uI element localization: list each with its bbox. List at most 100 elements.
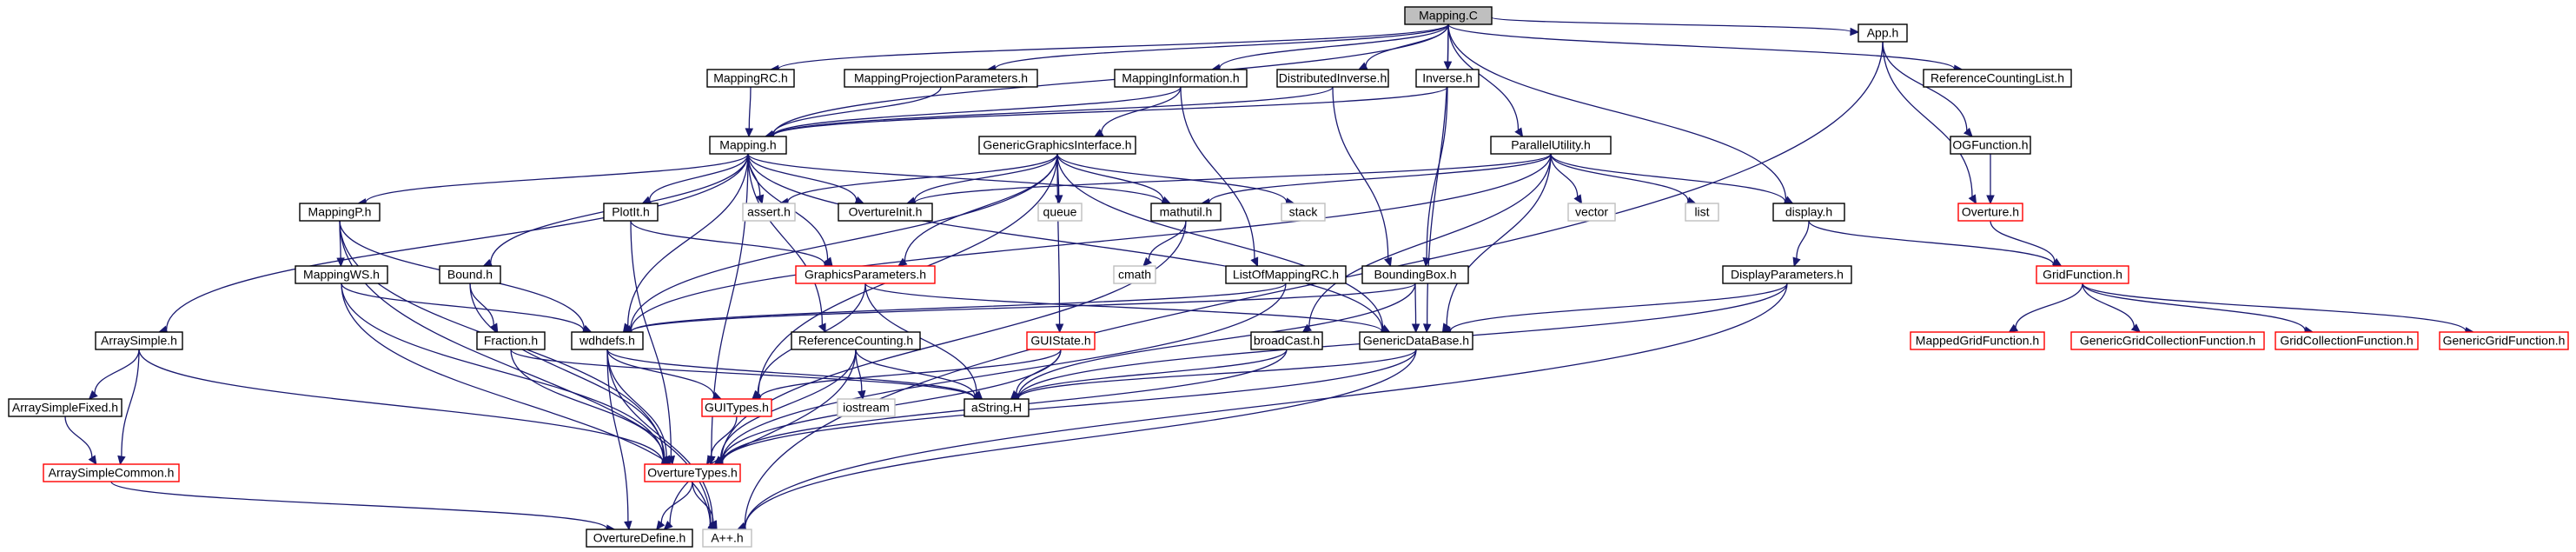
- edge-arraySimple-to-overtureTypes: [138, 349, 672, 467]
- node-refCounting[interactable]: ReferenceCounting.h: [791, 331, 921, 350]
- edge-gridFunction-to-ggf: [2082, 283, 2475, 336]
- node-queue[interactable]: queue: [1037, 203, 1083, 222]
- node-label: GenericDataBase.h: [1363, 334, 1469, 348]
- node-display[interactable]: display.h: [1772, 203, 1845, 222]
- node-box: [1281, 203, 1326, 222]
- node-vector[interactable]: vector: [1567, 203, 1616, 222]
- node-box: [1404, 6, 1493, 25]
- node-aString[interactable]: aString.H: [964, 398, 1030, 417]
- edge-display-to-gridFunction: [1808, 220, 2063, 269]
- node-box: [8, 398, 123, 417]
- node-listOfMappingRC[interactable]: ListOfMappingRC.h: [1225, 265, 1347, 284]
- node-mappingWS[interactable]: MappingWS.h: [295, 265, 388, 284]
- node-box: [1722, 265, 1852, 284]
- edge-mappingH-to-overtureInit: [747, 153, 865, 204]
- node-ogFunction[interactable]: OGFunction.h: [1950, 136, 2031, 155]
- node-label: MappingProjectionParameters.h: [854, 71, 1028, 85]
- node-assertH[interactable]: assert.h: [742, 203, 796, 222]
- node-mappingP[interactable]: MappingP.h: [299, 203, 381, 222]
- node-box: [1361, 265, 1469, 284]
- node-stack[interactable]: stack: [1281, 203, 1326, 222]
- node-refCountList[interactable]: ReferenceCountingList.h: [1923, 69, 2072, 88]
- node-mappingH[interactable]: Mapping.h: [709, 136, 787, 155]
- node-arraySimpleCommon[interactable]: ArraySimpleCommon.h: [43, 463, 180, 482]
- node-appp[interactable]: A++.h: [702, 529, 752, 548]
- edge-overtureTypes-to-overtureDefine: [656, 481, 693, 530]
- node-fraction[interactable]: Fraction.h: [476, 331, 546, 350]
- node-overtureDefine[interactable]: OvertureDefine.h: [586, 529, 693, 548]
- edge-arraySimple-to-arraySimpleFixed: [88, 349, 140, 400]
- node-list[interactable]: list: [1685, 203, 1719, 222]
- node-label: BoundingBox.h: [1374, 268, 1457, 282]
- node-box: [1037, 203, 1083, 222]
- edge-mappingH-to-overtureTypes: [707, 153, 749, 466]
- node-box: [2275, 331, 2419, 350]
- edge-mappingInfo-to-listOfMappingRC: [1180, 86, 1259, 268]
- node-displayParams[interactable]: DisplayParameters.h: [1722, 265, 1852, 284]
- node-label: Bound.h: [447, 268, 493, 282]
- node-cmath[interactable]: cmath: [1113, 265, 1156, 284]
- node-graphicsParams[interactable]: GraphicsParameters.h: [795, 265, 936, 284]
- edge-wdhdefs-to-overtureDefine: [606, 349, 632, 531]
- node-box: [644, 463, 741, 482]
- node-appH[interactable]: App.h: [1858, 23, 1908, 43]
- node-label: ListOfMappingRC.h: [1233, 268, 1339, 282]
- node-arraySimpleFixed[interactable]: ArraySimpleFixed.h: [8, 398, 123, 417]
- node-distInverse[interactable]: DistributedInverse.h: [1276, 69, 1389, 88]
- node-box: [1114, 69, 1248, 88]
- edge-mathutil-to-cmath: [1142, 220, 1187, 267]
- node-guiState[interactable]: GUIState.h: [1026, 331, 1096, 350]
- node-box: [299, 203, 381, 222]
- edge-display-to-displayParams: [1792, 220, 1810, 268]
- node-gcf[interactable]: GridCollectionFunction.h: [2275, 331, 2419, 350]
- edge-distInverse-to-boundingBox: [1332, 86, 1393, 268]
- node-wdhdefs[interactable]: wdhdefs.h: [571, 331, 644, 350]
- node-mappingInfo[interactable]: MappingInformation.h: [1114, 69, 1248, 88]
- node-gridFunction[interactable]: GridFunction.h: [2036, 265, 2129, 284]
- node-arraySimple[interactable]: ArraySimple.h: [95, 331, 183, 350]
- node-label: queue: [1043, 205, 1077, 219]
- node-guiTypes[interactable]: GUITypes.h: [701, 398, 772, 417]
- node-mappingC[interactable]: Mapping.C: [1404, 6, 1493, 25]
- node-mappedGF[interactable]: MappedGridFunction.h: [1910, 331, 2045, 350]
- node-label: OvertureInit.h: [849, 205, 923, 219]
- edge-mappingRC-to-mappingH: [745, 86, 754, 138]
- node-overtureH[interactable]: Overture.h: [1957, 203, 2023, 222]
- edge-ggi-to-guiState: [1055, 153, 1064, 334]
- node-plotIt[interactable]: PlotIt.h: [603, 203, 659, 222]
- node-broadCast[interactable]: broadCast.h: [1250, 331, 1323, 350]
- edge-ggi-to-mathutil: [1056, 153, 1172, 204]
- edge-gridFunction-to-mappedGF: [2008, 283, 2083, 333]
- node-mathutil[interactable]: mathutil.h: [1150, 203, 1222, 222]
- node-mappingProj[interactable]: MappingProjectionParameters.h: [844, 69, 1038, 88]
- edge-guiState-to-aString: [1010, 349, 1062, 400]
- node-box: [1359, 331, 1473, 350]
- node-box: [709, 136, 787, 155]
- node-genericDataBase[interactable]: GenericDataBase.h: [1359, 331, 1473, 350]
- node-iostream[interactable]: iostream: [837, 398, 896, 417]
- node-label: GenericGridFunction.h: [2443, 334, 2566, 348]
- node-overtureInit[interactable]: OvertureInit.h: [838, 203, 933, 222]
- node-box: [702, 529, 752, 548]
- node-box: [1150, 203, 1222, 222]
- edge-refCounting-to-overtureDefine: [663, 349, 857, 530]
- node-ggcf[interactable]: GenericGridCollectionFunction.h: [2070, 331, 2265, 350]
- node-label: Inverse.h: [1422, 71, 1473, 85]
- node-inverse[interactable]: Inverse.h: [1415, 69, 1480, 88]
- node-ggi[interactable]: GenericGraphicsInterface.h: [978, 136, 1136, 155]
- node-mappingRC[interactable]: MappingRC.h: [706, 69, 795, 88]
- node-box: [844, 69, 1038, 88]
- node-label: MappingP.h: [308, 205, 372, 219]
- edge-appH-to-appp: [736, 41, 1884, 530]
- node-parallelUtil[interactable]: ParallelUtility.h: [1490, 136, 1612, 155]
- node-box: [742, 203, 796, 222]
- node-boundingBox[interactable]: BoundingBox.h: [1361, 265, 1469, 284]
- node-label: GUIState.h: [1030, 334, 1090, 348]
- node-boundH[interactable]: Bound.h: [439, 265, 501, 284]
- node-label: Fraction.h: [484, 334, 538, 348]
- edge-ogFunction-to-overtureH: [1986, 154, 1995, 205]
- node-box: [603, 203, 659, 222]
- node-overtureTypes[interactable]: OvertureTypes.h: [644, 463, 741, 482]
- node-ggf[interactable]: GenericGridFunction.h: [2439, 331, 2569, 350]
- node-box: [701, 398, 772, 417]
